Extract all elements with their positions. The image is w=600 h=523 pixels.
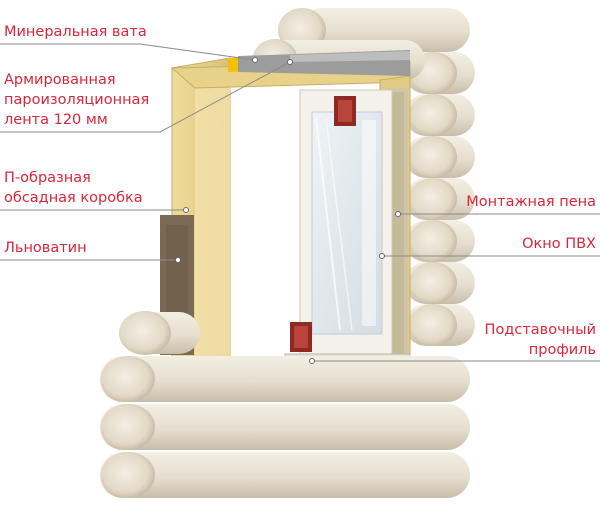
label-reinforced-tape: Армированная пароизоляционная лента 120 … [4, 70, 149, 130]
dot-mineral-wool [252, 57, 258, 63]
label-reinforced-tape-line-2: пароизоляционная [4, 92, 150, 108]
label-flax-wool-line-1: Льноватин [4, 240, 87, 256]
vapor-tape-strip [238, 50, 410, 76]
log-right-5 [405, 178, 475, 220]
label-flax-wool: Льноватин [4, 238, 87, 258]
leader-mineral-wool [0, 43, 256, 61]
log-right-8 [405, 304, 475, 346]
log-bottom-3 [100, 404, 470, 450]
label-mounting-foam: Монтажная пена [466, 192, 596, 212]
label-support-profile-line-1: Подставочный [484, 322, 596, 338]
label-mounting-foam-line-1: Монтажная пена [466, 194, 596, 210]
log-bottom-2 [100, 356, 470, 402]
log-bottom-4 [100, 452, 470, 498]
label-casing-box-line-2: обсадная коробка [4, 190, 143, 206]
log-right-3 [405, 94, 475, 136]
dot-casing-box [183, 207, 189, 213]
bottom-wall-logs [100, 311, 470, 498]
leader-reinforced-tape [0, 61, 291, 133]
label-pvc-window-line-1: Окно ПВХ [522, 236, 596, 252]
label-reinforced-tape-line-3: лента 120 мм [4, 112, 108, 128]
leader-lines [0, 43, 600, 362]
label-casing-box: П-образная обсадная коробка [4, 168, 143, 208]
dot-mounting-foam [395, 211, 401, 217]
right-wall-logs [278, 8, 475, 346]
label-mineral-wool-line-1: Минеральная вата [4, 24, 147, 40]
dot-support-profile [309, 358, 315, 364]
mounting-foam [388, 88, 408, 364]
label-pvc-window: Окно ПВХ [522, 234, 596, 254]
label-casing-box-line-1: П-образная [4, 170, 91, 186]
pvc-window [290, 89, 393, 359]
log-bottom-1 [119, 311, 200, 355]
label-support-profile: Подставочный профиль [485, 320, 596, 360]
label-support-profile-line-2: профиль [528, 342, 596, 358]
log-right-7 [405, 262, 475, 304]
label-mineral-wool: Минеральная вата [4, 22, 147, 42]
label-reinforced-tape-line-1: Армированная [4, 72, 116, 88]
log-right-4 [405, 136, 475, 178]
dot-reinforced-tape [287, 59, 293, 65]
dot-pvc-window [379, 253, 385, 259]
dot-flax-wool [175, 257, 181, 263]
log-right-6 [405, 220, 475, 262]
leader-dots [175, 57, 401, 364]
